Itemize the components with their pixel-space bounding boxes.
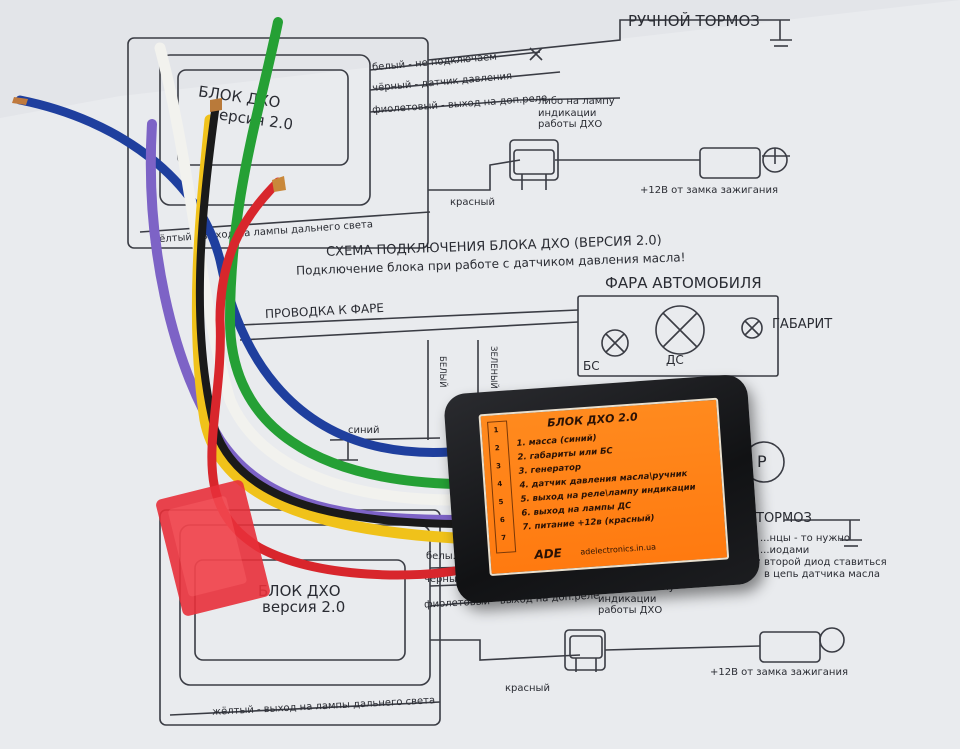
pin-description: 2. габариты или БС [517,446,614,463]
pin-number: 5 [498,497,504,507]
red-fuse-holder [156,480,270,616]
note-line-1: ...нцы - то нужно [760,533,850,544]
lamp-gabarit-label: ГАБАРИТ [772,317,833,332]
lamp-ds-label: ДС [666,353,684,367]
fuse-icon [513,149,555,190]
red-label-top: красный [450,197,495,208]
pin-description: 3. генератор [518,462,582,477]
headlight-title: ФАРА АВТОМОБИЛЯ [605,274,762,292]
pin-number: 3 [495,461,502,471]
wire-white-bottom: белы... [426,551,463,562]
pin-number: 7 [500,533,507,543]
pin-number: 2 [494,444,501,453]
ignition-top: +12В от замка зажигания [640,185,778,196]
ignition-key-icon [762,148,790,164]
lamp-bs-label: БС [583,359,600,373]
note-line-2: ...иодами [760,545,810,556]
pin-description: 1. масса (синий) [516,433,597,449]
bottom-block-title: БЛОК ДХО [258,582,341,600]
blue-label: синий [348,425,380,436]
module-label: 1 2 3 4 5 6 7 БЛОК ДХО 2.0 1. масса (син… [478,397,730,577]
note-line-3: второй диод ставиться [764,557,887,568]
fuse-icon-bottom [569,635,603,672]
brake-label: ТОРМОЗ [756,511,812,526]
note-line-4: в цепь датчика масла [764,569,880,580]
drl-module: 1 2 3 4 5 6 7 БЛОК ДХО 2.0 1. масса (син… [443,373,761,605]
bottom-block-version: версия 2.0 [262,598,346,616]
brand-website: adelectronics.in.ua [580,542,657,557]
ignition-bottom: +12В от замка зажигания [710,667,848,678]
red-label-bottom: красный [505,683,550,694]
pin-number: 4 [497,479,503,489]
wire-white [154,42,461,506]
wire-red [207,177,465,580]
pin-number: 1 [493,426,499,435]
module-title: БЛОК ДХО 2.0 [546,410,639,430]
pin-number-column: 1 2 3 4 5 6 7 [487,420,517,554]
p-symbol: Р [757,452,767,471]
pin-number: 6 [499,515,506,525]
wire-green [224,17,460,489]
brand-logo: ADE [533,545,563,562]
indication-top: либо на лампу индикации работы ДХО [538,96,615,130]
wire-black-bottom: черный... [424,574,473,585]
handbrake-label: РУЧНОЙ ТОРМОЗ [628,12,760,30]
